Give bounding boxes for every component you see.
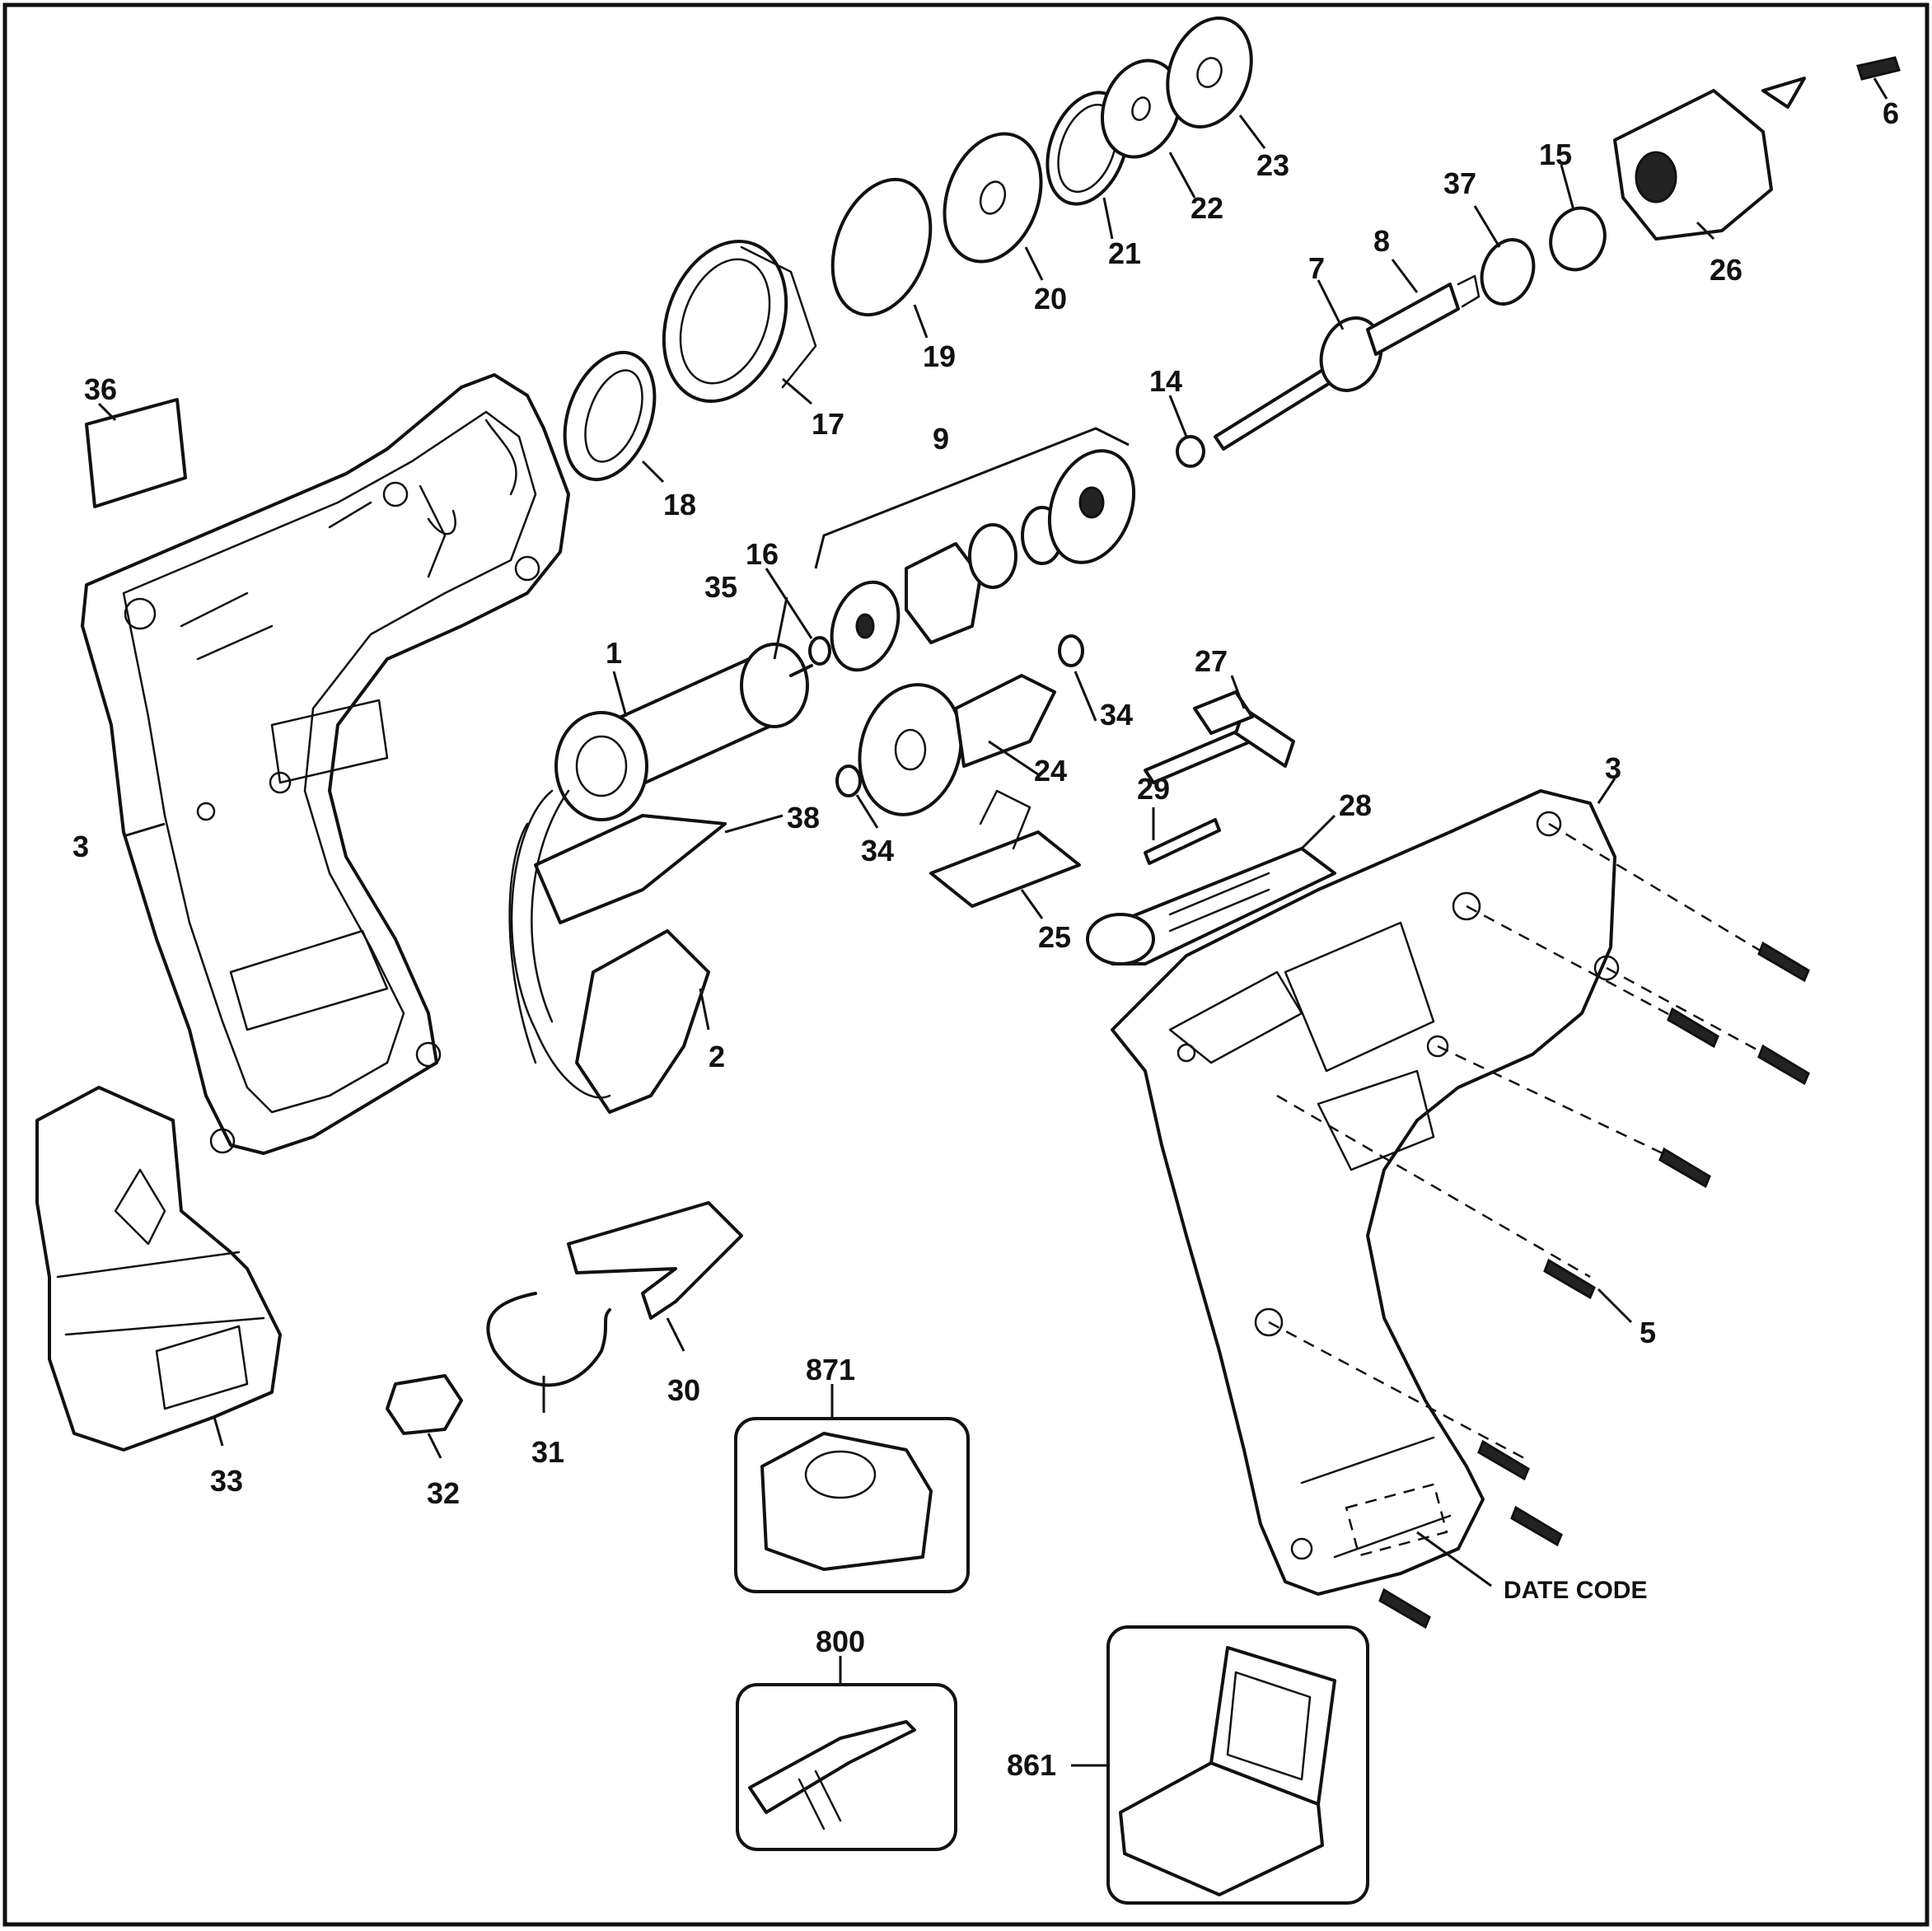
part-label-29: 29 bbox=[1137, 772, 1170, 806]
housing-screws bbox=[1268, 822, 1810, 1629]
part-labels: 1 2 3 3 5 6 7 8 9 14 15 16 17 18 19 20 2… bbox=[73, 96, 1899, 1782]
bushing-rear bbox=[835, 764, 862, 797]
part-label-22: 22 bbox=[1191, 191, 1223, 225]
part-label-871: 871 bbox=[806, 1353, 855, 1386]
ring-gear-housing bbox=[662, 240, 817, 403]
part-label-8: 8 bbox=[1373, 224, 1390, 258]
planetary-gear-set bbox=[808, 427, 1136, 672]
part-label-21: 21 bbox=[1108, 236, 1141, 270]
part-label-31: 31 bbox=[531, 1435, 564, 1469]
part-label-3-right: 3 bbox=[1605, 751, 1621, 785]
bushing-front bbox=[1058, 634, 1084, 667]
switch-assembly bbox=[508, 789, 727, 1114]
part-label-16: 16 bbox=[746, 537, 779, 571]
part-label-27: 27 bbox=[1195, 644, 1228, 678]
part-label-28: 28 bbox=[1339, 788, 1372, 822]
date-code-area bbox=[1345, 1483, 1448, 1557]
adapter-box bbox=[736, 1683, 957, 1851]
part-label-26: 26 bbox=[1710, 253, 1743, 287]
part-label-37: 37 bbox=[1443, 166, 1476, 200]
washer-mid bbox=[1100, 58, 1182, 159]
driver-bit bbox=[1144, 818, 1221, 865]
motor bbox=[554, 643, 813, 821]
bit-holder bbox=[1086, 847, 1336, 966]
part-label-24: 24 bbox=[1034, 754, 1067, 788]
chuck bbox=[1480, 56, 1901, 306]
part-label-19: 19 bbox=[923, 339, 956, 373]
chuck-key bbox=[1144, 690, 1295, 784]
end-cap bbox=[386, 1374, 463, 1435]
part-label-800: 800 bbox=[816, 1625, 865, 1658]
housing-left-half bbox=[81, 373, 570, 1155]
part-label-2: 2 bbox=[709, 1040, 725, 1073]
part-label-32: 32 bbox=[427, 1476, 460, 1510]
part-label-17: 17 bbox=[812, 407, 844, 441]
part-label-35: 35 bbox=[704, 570, 737, 604]
spindle-assembly bbox=[1176, 274, 1481, 468]
part-label-9: 9 bbox=[933, 422, 949, 456]
part-label-861: 861 bbox=[1007, 1748, 1056, 1782]
washer-end bbox=[1166, 16, 1253, 129]
carry-case-box bbox=[1106, 1625, 1369, 1905]
part-label-15: 15 bbox=[1539, 138, 1572, 171]
charger-box bbox=[734, 1417, 970, 1593]
housing-right-half bbox=[1111, 789, 1620, 1596]
part-label-30: 30 bbox=[667, 1373, 700, 1407]
battery-pack bbox=[35, 1086, 282, 1452]
part-label-33: 33 bbox=[210, 1464, 243, 1498]
part-label-34-upper: 34 bbox=[1100, 698, 1133, 732]
spur-gear bbox=[858, 674, 1056, 816]
part-label-7: 7 bbox=[1308, 251, 1325, 285]
part-label-3-left: 3 bbox=[73, 830, 89, 863]
ring-spring bbox=[830, 177, 933, 317]
part-label-14: 14 bbox=[1149, 364, 1182, 398]
label-plate bbox=[85, 398, 187, 508]
ring-bearing bbox=[563, 350, 657, 482]
part-label-36: 36 bbox=[84, 372, 117, 406]
part-label-25: 25 bbox=[1038, 920, 1071, 954]
gear-bracket bbox=[929, 789, 1081, 908]
part-label-23: 23 bbox=[1256, 148, 1289, 182]
date-code-caption: DATE CODE bbox=[1504, 1577, 1647, 1604]
leader-lines bbox=[97, 77, 1888, 1767]
part-label-6: 6 bbox=[1883, 96, 1899, 130]
part-label-1: 1 bbox=[606, 636, 622, 670]
part-label-5: 5 bbox=[1640, 1316, 1656, 1349]
part-label-18: 18 bbox=[663, 488, 696, 521]
washer-large bbox=[943, 132, 1043, 264]
part-label-38: 38 bbox=[787, 801, 820, 835]
part-label-34-lower: 34 bbox=[861, 834, 894, 867]
part-label-20: 20 bbox=[1034, 282, 1067, 316]
wire-spring bbox=[486, 1292, 611, 1387]
battery-clip bbox=[567, 1201, 743, 1320]
